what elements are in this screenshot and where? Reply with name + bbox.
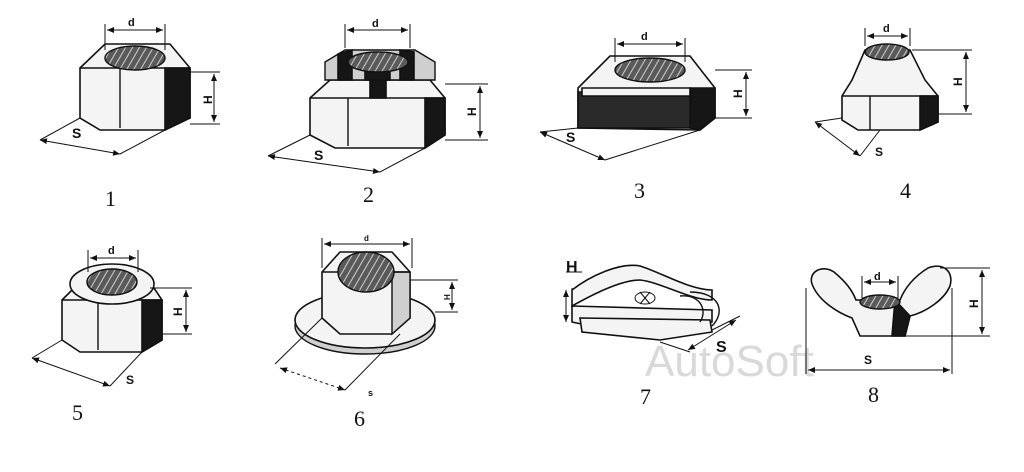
nut-3-square: d H S 3 [539, 31, 752, 203]
nut-4-conical: d H S 4 [814, 23, 972, 203]
dim-d-5: d [108, 245, 115, 257]
dim-S-3: S [566, 129, 575, 145]
label-5: 5 [72, 400, 83, 425]
nut-6-flange: d H s 6 [274, 234, 458, 431]
dim-H-8: H [967, 299, 981, 308]
watermark-text: AutoSoft [645, 337, 814, 386]
dim-S-1: S [72, 125, 81, 141]
dim-H-6: H [443, 294, 452, 300]
dim-H-7: H [566, 259, 578, 276]
label-2: 2 [363, 182, 374, 207]
label-3: 3 [634, 178, 645, 203]
label-4: 4 [900, 178, 911, 203]
dim-S-7: S [716, 339, 727, 356]
nut-2-castle: d H S 2 [267, 18, 488, 207]
dim-d-3: d [641, 31, 648, 43]
dim-H-5: H [171, 307, 185, 316]
dim-S-2: S [314, 147, 323, 163]
dim-d-2: d [372, 18, 379, 30]
nut-8-wing: d H S 8 [805, 265, 990, 407]
dim-d-1: d [128, 17, 135, 29]
dim-H-1: H [201, 95, 215, 104]
nut-5-lock: d H S 5 [31, 245, 192, 425]
dim-S-5: S [126, 373, 134, 387]
dim-H-2: H [465, 107, 479, 116]
label-6: 6 [354, 406, 365, 431]
nut-7-speed: H S 7 [563, 259, 741, 409]
dim-S-8: S [864, 353, 872, 367]
label-8: 8 [868, 382, 879, 407]
nut-1-hex: d H S 1 [39, 17, 220, 211]
label-7: 7 [640, 384, 651, 409]
label-1: 1 [105, 186, 116, 211]
dim-S-4: S [875, 145, 883, 159]
dim-s-6: s [368, 388, 373, 398]
dim-H-3: H [731, 89, 745, 98]
dim-H-4: H [951, 77, 965, 86]
dim-d-8: d [874, 271, 881, 283]
dim-d-6: d [364, 234, 369, 243]
dim-d-4: d [883, 23, 890, 35]
